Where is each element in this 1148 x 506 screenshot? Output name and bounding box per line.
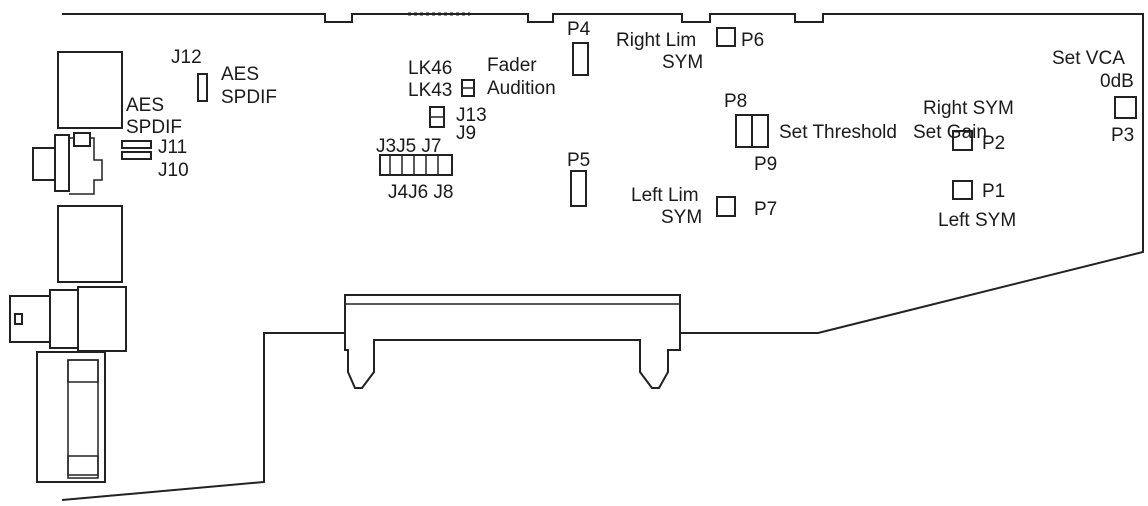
audio-jack-housing [54, 134, 70, 192]
p9-pot [751, 114, 769, 148]
audio-jack-outline [69, 137, 103, 195]
label-p8: P8 [724, 91, 747, 112]
label-audition: Audition [487, 78, 556, 99]
label-lk43: LK43 [408, 80, 452, 101]
dsub-connector-bottom-block [67, 455, 99, 479]
bnc-connector-pin [14, 313, 23, 325]
p8-pot [735, 114, 753, 148]
label-aes-top: AES [221, 64, 259, 85]
p7-pot [716, 196, 736, 217]
label-right-lim: Right Lim [616, 30, 696, 51]
label-p6: P6 [741, 30, 764, 51]
bnc-connector-mid [49, 289, 81, 349]
audio-jack-pin [73, 132, 91, 147]
label-j4j6j8: J4J6 J8 [388, 182, 453, 203]
p5-pot [570, 170, 587, 207]
label-set-threshold: Set Threshold [779, 122, 897, 143]
label-lk46: LK46 [408, 58, 452, 79]
p1-pot [952, 180, 973, 200]
label-set-vca: Set VCA [1052, 48, 1125, 69]
p4-pot [572, 42, 589, 76]
label-j9: J9 [456, 123, 476, 144]
label-0db: 0dB [1100, 71, 1134, 92]
label-set-gain: Set Gain [913, 122, 987, 143]
label-j11: J11 [158, 137, 187, 158]
p6-pot [716, 27, 736, 47]
p3-pot [1114, 96, 1137, 119]
label-p3: P3 [1111, 125, 1134, 146]
j10-jumper [121, 151, 152, 160]
label-p5: P5 [567, 150, 590, 171]
dsub-connector-top-block [67, 359, 99, 383]
label-j13: J13 [456, 105, 487, 126]
label-p4: P4 [567, 19, 591, 40]
label-p1: P1 [982, 181, 1005, 202]
label-left-sym: Left SYM [938, 210, 1016, 231]
label-p2: P2 [982, 133, 1005, 154]
dsub-connector-body [36, 351, 106, 483]
audio-jack-body [32, 147, 58, 181]
label-j3j5j7: J3J5 J7 [376, 136, 441, 157]
bnc-connector-outer [9, 295, 53, 343]
connector-top-left [57, 51, 123, 129]
label-p9: P9 [754, 154, 777, 175]
label-right-sym: Right SYM [923, 98, 1014, 119]
connector-middle-left [57, 205, 123, 283]
label-fader: Fader [487, 55, 537, 76]
label-left-lim: Left Lim [631, 185, 699, 206]
label-j12: J12 [171, 47, 202, 68]
p2-pot [952, 130, 973, 151]
label-right-lim-sym: SYM [662, 52, 703, 73]
label-spdif-top: SPDIF [221, 87, 277, 108]
label-aes-left: AES [126, 95, 164, 116]
label-p7: P7 [754, 199, 777, 220]
j12-jumper [197, 73, 208, 102]
j11-jumper [121, 140, 152, 149]
label-spdif-left: SPDIF [126, 117, 182, 138]
edge-connector [344, 294, 681, 389]
jumper-bank-j3-j8 [379, 154, 453, 176]
label-j10: J10 [158, 160, 189, 181]
label-left-lim-sym: SYM [661, 207, 702, 228]
bnc-connector-body [77, 286, 127, 352]
